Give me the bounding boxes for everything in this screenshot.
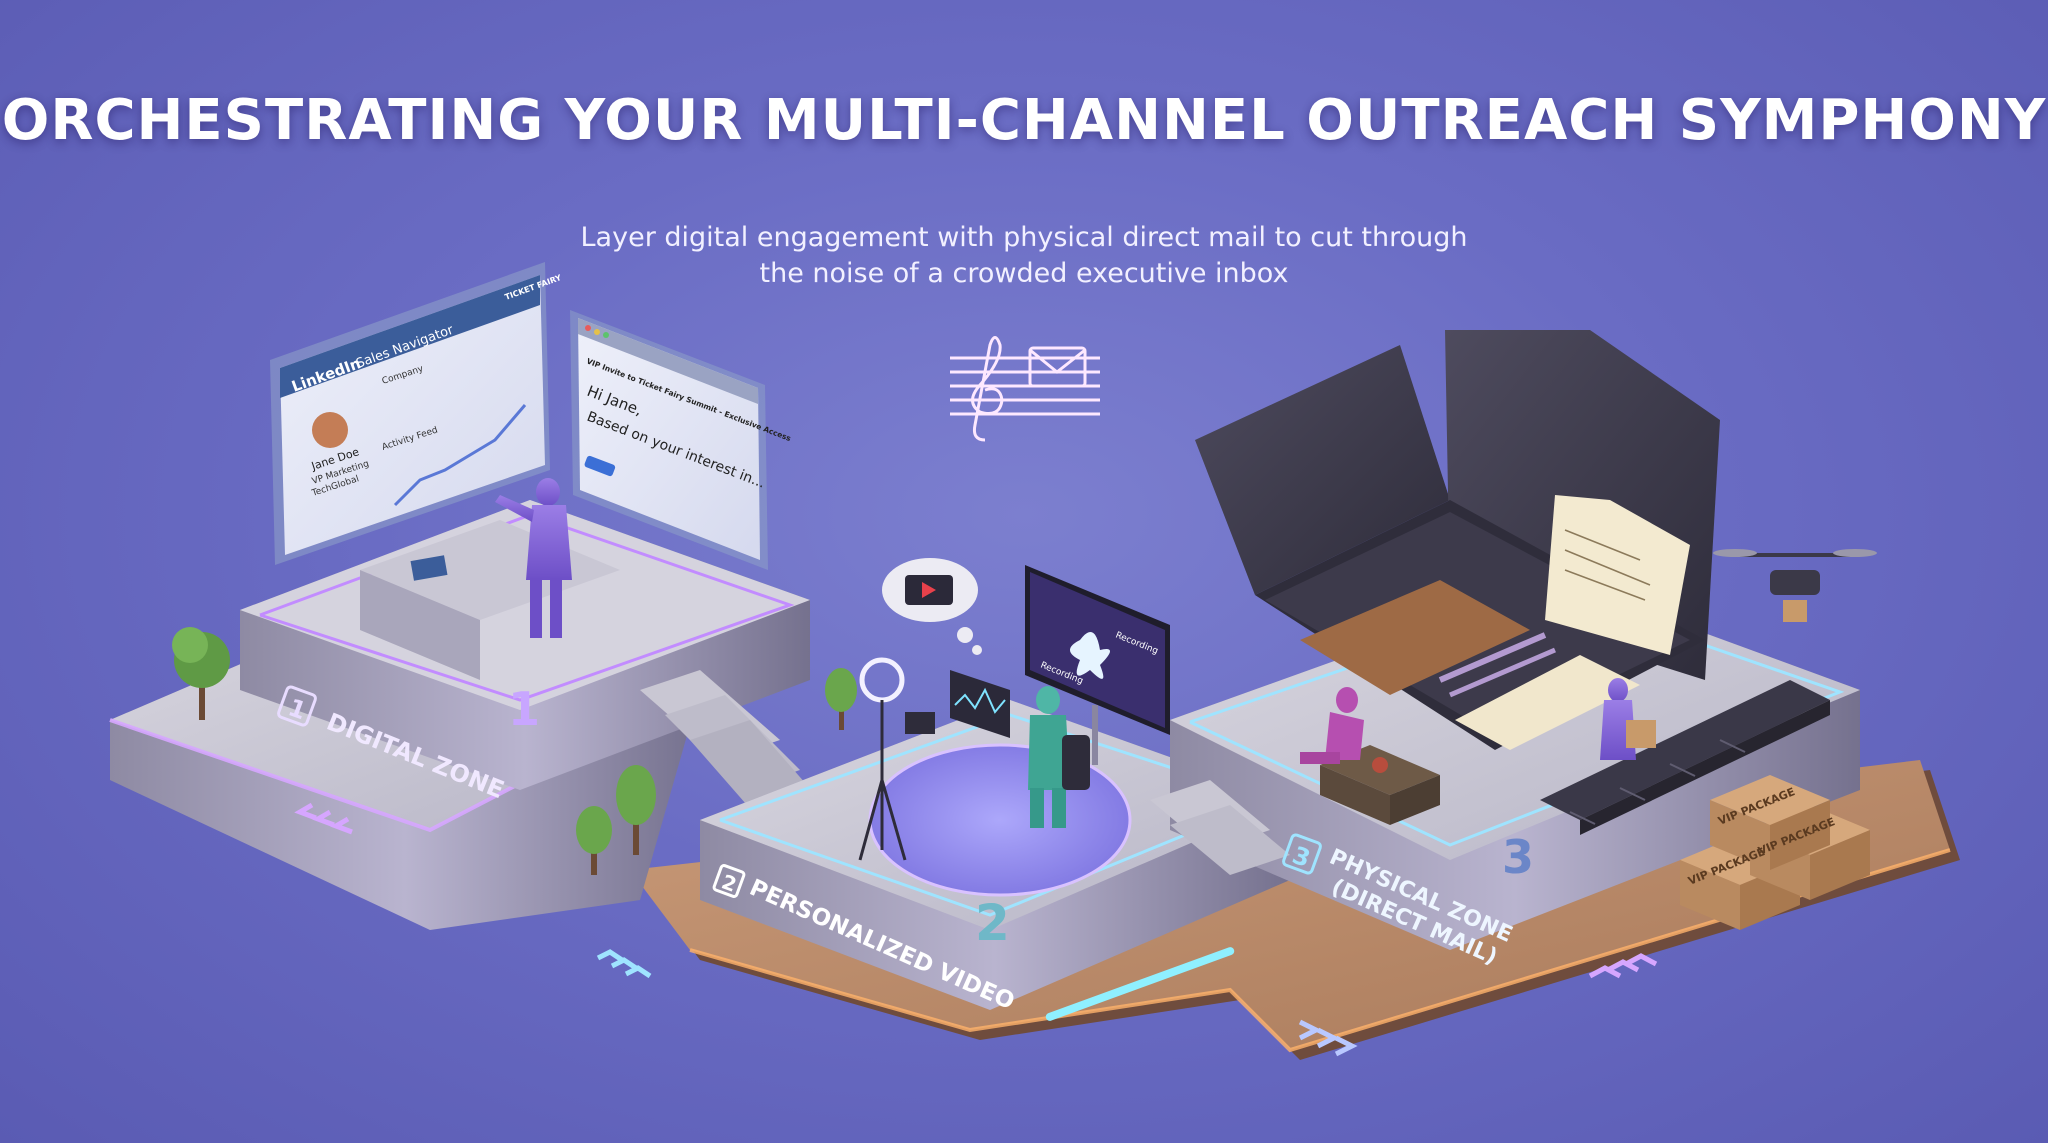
tree-icon bbox=[576, 806, 612, 875]
treble-clef-icon bbox=[950, 336, 1100, 442]
conveyor-belt bbox=[1540, 680, 1830, 835]
drone-icon bbox=[1713, 549, 1877, 622]
tree-icon bbox=[616, 765, 656, 855]
envelope-icon bbox=[1028, 346, 1087, 388]
digital-zone-platform bbox=[109, 500, 820, 930]
thought-bubble bbox=[882, 558, 982, 655]
chevron-arrows-icon bbox=[1588, 953, 1658, 979]
kneeling-figure bbox=[1300, 687, 1364, 764]
notebook bbox=[1300, 580, 1530, 695]
vip-package-stack: VIP PACKAGE VIP PACKAGE VIP PACKAGE bbox=[1680, 775, 1870, 930]
person-figure bbox=[495, 478, 572, 638]
chevron-arrows-icon bbox=[294, 802, 353, 835]
personalized-video-platform bbox=[700, 700, 1290, 1021]
stairs-zone3 bbox=[1150, 780, 1290, 875]
page-subtitle: Layer digital engagement with physical d… bbox=[580, 222, 1468, 289]
laptop bbox=[950, 670, 1010, 738]
zone-1-floor-number: 1 bbox=[508, 682, 540, 736]
conveyor-figure bbox=[1600, 678, 1656, 760]
open-gift-box bbox=[1195, 330, 1720, 750]
video-monitor: Recording Recording bbox=[1025, 565, 1170, 765]
editor-figure bbox=[1028, 686, 1090, 828]
email-cta-button bbox=[584, 455, 616, 477]
email-invite-screen: VIP Invite to Ticket Fairy Summit - Excl… bbox=[570, 310, 793, 570]
activity-chart-line bbox=[393, 404, 527, 507]
handwritten-note bbox=[1545, 495, 1690, 655]
ring-light-icon bbox=[858, 657, 935, 861]
zone-3-floor-number: 3 bbox=[1502, 830, 1534, 884]
linkedin-sales-navigator-screen: LinkedIn Sales Navigator TICKET FAIRY Ja… bbox=[270, 262, 563, 565]
chevron-arrows-icon bbox=[596, 949, 652, 979]
zone-2-floor-number: 2 bbox=[975, 894, 1010, 952]
avatar bbox=[312, 412, 348, 448]
letter-card bbox=[1455, 655, 1640, 750]
chevron-arrows-icon bbox=[1298, 1019, 1358, 1057]
play-icon bbox=[922, 582, 936, 598]
tree-icon bbox=[825, 668, 857, 730]
page-title: ORCHESTRATING YOUR MULTI-CHANNEL OUTREAC… bbox=[1, 88, 2047, 153]
tree-icon bbox=[172, 627, 230, 720]
